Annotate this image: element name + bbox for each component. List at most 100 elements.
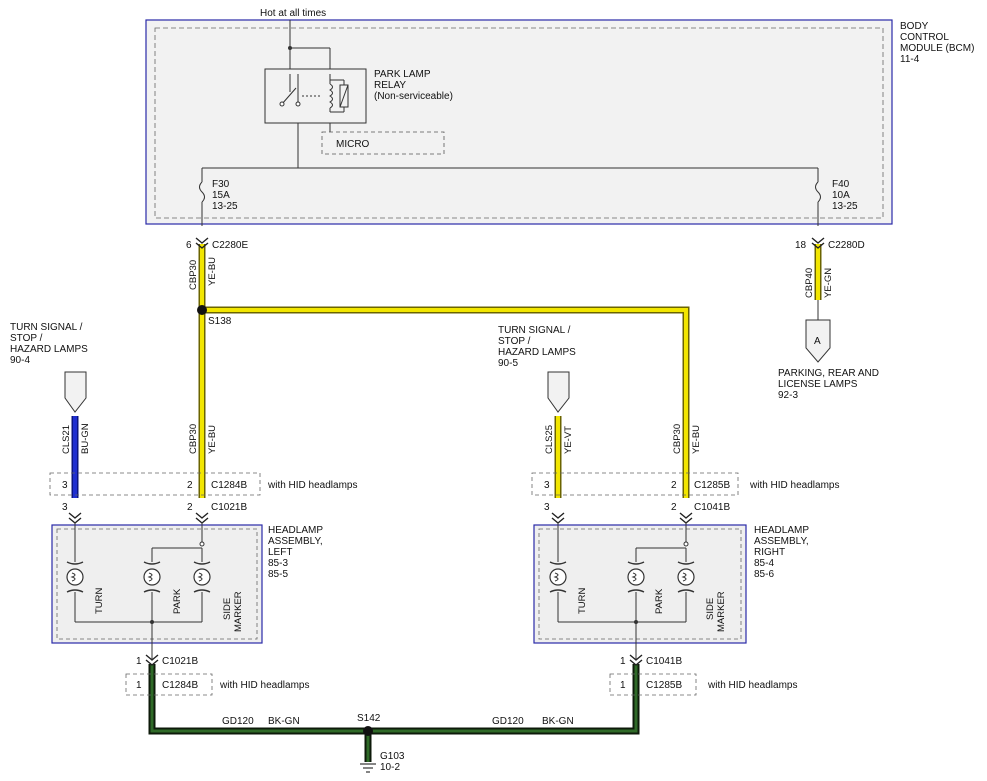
turn-left-line-4: 90-4	[10, 355, 30, 366]
connector-c1284b-bottom: 1 C1284B with HID headlamps	[125, 673, 309, 696]
wires-yellow	[198, 244, 822, 498]
fuse-f30: F30 15A 13-25	[199, 179, 238, 226]
headlamp-left-line-5: 85-5	[268, 569, 288, 580]
splice-s138: S138	[197, 305, 232, 327]
turn-left-line-1: TURN SIGNAL /	[10, 322, 83, 333]
headlamp-left-line-3: LEFT	[268, 547, 292, 558]
turn-right-line-2: STOP /	[498, 336, 531, 347]
wire-cls21-color: BU-GN	[80, 423, 91, 454]
c1021b-name: C1021B	[211, 502, 247, 513]
bulb-side-marker-left	[193, 561, 211, 593]
c1041b-bottom-name: C1041B	[646, 656, 682, 667]
bcm-name-line-3: MODULE (BCM)	[900, 43, 974, 54]
c1284b-bottom-pin: 1	[136, 680, 142, 691]
turn-right-line-4: 90-5	[498, 358, 518, 369]
bcm-module: BODY CONTROL MODULE (BCM) 11-4 Hot at al…	[145, 8, 974, 226]
ground-g103-label: G103	[380, 751, 405, 762]
wire-cls25-color: YE-VT	[563, 426, 574, 454]
c1041b-name: C1041B	[694, 502, 730, 513]
bulb-park-left	[143, 561, 161, 593]
wire-cls21-code: CLS21	[61, 425, 72, 454]
bulb-turn-right	[549, 561, 567, 593]
bcm-name-line-2: CONTROL	[900, 32, 949, 43]
hot-at-all-times-label: Hot at all times	[260, 8, 326, 19]
micro-label: MICRO	[336, 139, 370, 150]
parking-label-line-1: PARKING, REAR AND	[778, 368, 879, 379]
fuse-f30-name: F30	[212, 179, 230, 190]
right-park-label: PARK	[654, 588, 665, 614]
headlamp-right-line-5: 85-6	[754, 569, 774, 580]
splice-s142: S142	[357, 713, 381, 736]
offpage-turn-signal-left: TURN SIGNAL / STOP / HAZARD LAMPS 90-4	[10, 322, 88, 413]
wire-cbp30-top-color: YE-BU	[207, 257, 218, 286]
left-side-label-1: SIDE	[222, 598, 233, 620]
wire-cbp30-left-color: YE-BU	[207, 425, 218, 454]
c2280d-name: C2280D	[828, 240, 865, 251]
fuse-f40-rating: 10A	[832, 190, 850, 201]
c1041b-pin2: 2	[671, 502, 677, 513]
wire-cbp30-right-color: YE-BU	[691, 425, 702, 454]
c1284b-bottom-note: with HID headlamps	[219, 680, 309, 691]
ground-right-color: BK-GN	[542, 716, 574, 727]
offpage-connector-a: A PARKING, REAR AND LICENSE LAMPS 92-3	[778, 300, 879, 401]
splice-s138-label: S138	[208, 316, 232, 327]
wire-gd120-ground	[148, 664, 640, 762]
fuse-f30-rating: 15A	[212, 190, 230, 201]
headlamp-left-line-4: 85-3	[268, 558, 288, 569]
c2280d-pin: 18	[795, 240, 807, 251]
bcm-name-line-1: BODY	[900, 21, 929, 32]
turn-right-line-3: HAZARD LAMPS	[498, 347, 576, 358]
c1285b-bottom-note: with HID headlamps	[707, 680, 797, 691]
fuse-f40-name: F40	[832, 179, 850, 190]
connector-c1284b-top: 3 2 C1284B with HID headlamps	[49, 472, 357, 496]
micro-box: MICRO	[321, 131, 445, 155]
c1284b-note: with HID headlamps	[267, 480, 357, 491]
turn-right-line-1: TURN SIGNAL /	[498, 325, 571, 336]
headlamp-right-line-3: RIGHT	[754, 547, 785, 558]
parking-label-line-3: 92-3	[778, 390, 798, 401]
c1021b-bottom-name: C1021B	[162, 656, 198, 667]
right-turn-label: TURN	[577, 587, 588, 614]
left-park-label: PARK	[172, 588, 183, 614]
bcm-name-line-4: 11-4	[900, 54, 920, 65]
c1285b-name: C1285B	[694, 480, 730, 491]
c1284b-pin2: 2	[187, 480, 193, 491]
headlamp-right-line-2: ASSEMBLY,	[754, 536, 809, 547]
offpage-a-letter: A	[814, 336, 821, 347]
headlamp-left-line-2: ASSEMBLY,	[268, 536, 323, 547]
headlamp-right-line-1: HEADLAMP	[754, 525, 809, 536]
ground-left-color: BK-GN	[268, 716, 300, 727]
wire-cbp30-left-code: CBP30	[188, 424, 199, 454]
parking-label-line-2: LICENSE LAMPS	[778, 379, 858, 390]
splice-s142-label: S142	[357, 713, 381, 724]
c1285b-pin3: 3	[544, 480, 550, 491]
right-side-label-2: MARKER	[716, 591, 727, 632]
c1284b-bottom-name: C1284B	[162, 680, 198, 691]
c1021b-pin2: 2	[187, 502, 193, 513]
headlamp-assembly-left: TURN PARK SIDE MARKER HEADLAMP ASSEMBLY,…	[51, 522, 323, 660]
connector-c1285b-top: 3 2 C1285B with HID headlamps	[531, 472, 839, 496]
c2280e-pin: 6	[186, 240, 192, 251]
headlamp-left-line-1: HEADLAMP	[268, 525, 323, 536]
fuse-f30-ref: 13-25	[212, 201, 238, 212]
ground-right-code: GD120	[492, 716, 524, 727]
bulb-park-right	[627, 561, 645, 593]
park-lamp-relay: PARK LAMP RELAY (Non-serviceable)	[264, 68, 453, 124]
c1284b-name: C1284B	[211, 480, 247, 491]
wire-cbp30-right-code: CBP30	[672, 424, 683, 454]
fuse-f40: F40 10A 13-25	[815, 179, 858, 226]
c1021b-pin3: 3	[62, 502, 68, 513]
c1285b-note: with HID headlamps	[749, 480, 839, 491]
left-turn-label: TURN	[94, 587, 105, 614]
ground-g103-ref: 10-2	[380, 762, 400, 773]
c1285b-pin2: 2	[671, 480, 677, 491]
relay-label-line-2: RELAY	[374, 80, 406, 91]
wire-cbp40-color: YE-GN	[823, 268, 834, 298]
offpage-turn-signal-right: TURN SIGNAL / STOP / HAZARD LAMPS 90-5	[498, 325, 576, 413]
headlamp-right-line-4: 85-4	[754, 558, 774, 569]
connector-c1285b-bottom: 1 C1285B with HID headlamps	[609, 673, 797, 696]
ground-g103: G103 10-2	[360, 751, 405, 773]
wire-cbp30-top-code: CBP30	[188, 260, 199, 290]
fuse-f40-ref: 13-25	[832, 201, 858, 212]
